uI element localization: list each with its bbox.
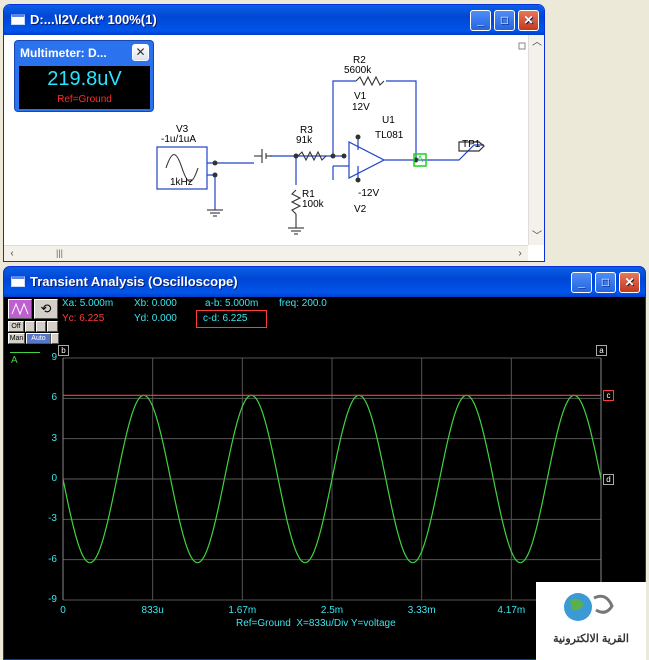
window-app-icon xyxy=(11,276,25,287)
scroll-grip[interactable]: ||| xyxy=(56,248,64,258)
scroll-left-arrow[interactable]: ‹ xyxy=(10,248,14,259)
man-button[interactable]: Man xyxy=(8,333,25,344)
readout-yd: Yd: 0.000 xyxy=(134,313,177,324)
right-button[interactable] xyxy=(36,321,46,332)
v3-name: V3 xyxy=(176,124,189,135)
x-tick-label: 3.33m xyxy=(407,605,436,616)
multimeter-value: 219.8uV xyxy=(47,68,122,90)
r3-name: R3 xyxy=(300,125,313,136)
y-tick-label: -3 xyxy=(48,513,57,525)
r3-value: 91k xyxy=(296,135,313,146)
minimize-button[interactable]: _ xyxy=(571,272,592,293)
scope-footer: Ref=Ground X=833u/Div Y=voltage xyxy=(236,618,396,629)
trace-mode-button[interactable] xyxy=(8,299,32,319)
scope-plot[interactable] xyxy=(4,297,646,660)
v1-name: V1 xyxy=(354,91,367,102)
y-tick-label: 9 xyxy=(51,352,57,363)
readout-xb: Xb: 0.000 xyxy=(134,298,177,309)
v3-source-symbol xyxy=(156,146,208,190)
u1-name: U1 xyxy=(382,115,395,126)
cd-readout-box xyxy=(196,310,267,328)
scope-body: ⟲ Off Man Auto A Xa: 5.000m Xb: 0.000 a-… xyxy=(4,297,645,659)
multimeter-window[interactable]: Multimeter: D... ✕ 219.8uV Ref=Ground xyxy=(14,40,154,112)
r3-resistor xyxy=(297,150,327,162)
left-button[interactable] xyxy=(25,321,35,332)
watermark-logo: القرية الالكترونية xyxy=(536,582,646,660)
r2-name: R2 xyxy=(353,55,366,66)
cursor-b-marker[interactable]: b xyxy=(58,345,69,356)
multimeter-title: Multimeter: D... xyxy=(20,46,107,60)
multimeter-close-button[interactable]: ✕ xyxy=(132,44,149,61)
maximize-button[interactable]: □ xyxy=(595,272,616,293)
r2-value: 5600k xyxy=(344,65,372,76)
schematic-horizontal-scrollbar[interactable]: ‹ ||| › xyxy=(4,245,528,261)
r1-resistor xyxy=(290,189,302,215)
maximize-button[interactable]: □ xyxy=(494,10,515,31)
r2-resistor xyxy=(355,75,385,87)
schematic-title-bar[interactable]: D:...\l2V.ckt* 100%(1) _ □ ✕ xyxy=(4,5,544,35)
r1-value: 100k xyxy=(302,199,324,210)
auto-button[interactable]: Auto xyxy=(26,333,51,344)
y-tick-label: 6 xyxy=(51,392,57,404)
scope-title: Transient Analysis (Oscilloscope) xyxy=(30,274,238,289)
scroll-down-arrow[interactable]: ﹀ xyxy=(532,231,542,242)
readout-cd: c-d: 6.225 xyxy=(203,313,248,324)
scope-title-bar[interactable]: Transient Analysis (Oscilloscope) _ □ ✕ xyxy=(4,267,645,297)
refresh-icon[interactable]: ⟲ xyxy=(34,299,58,319)
x-tick-label: 833u xyxy=(141,605,164,616)
trace-legend-line xyxy=(10,352,40,353)
x-tick-label: 0 xyxy=(60,605,66,616)
cursor-a-marker[interactable]: a xyxy=(596,345,607,356)
dropdown-arrow[interactable] xyxy=(51,333,59,344)
down-button[interactable] xyxy=(47,321,58,332)
x-tick-label: 4.17m xyxy=(497,605,526,616)
x-tick-label: 2.5m xyxy=(320,605,344,616)
cursor-c-marker[interactable]: c xyxy=(603,390,614,402)
x-tick-label: 1.67m xyxy=(228,605,257,616)
y-tick-label: -9 xyxy=(48,594,57,605)
tp1-label[interactable]: TP1 xyxy=(462,139,481,150)
r1-name: R1 xyxy=(302,189,315,200)
readout-freq: freq: 200.0 xyxy=(279,298,327,309)
readout-ab: a-b: 5.000m xyxy=(205,298,259,309)
cursor-d-marker[interactable]: d xyxy=(603,474,614,485)
schematic-title: D:...\l2V.ckt* 100%(1) xyxy=(30,12,157,27)
schematic-window[interactable]: D:...\l2V.ckt* 100%(1) _ □ ✕ xyxy=(3,4,545,262)
off-button[interactable]: Off xyxy=(8,321,24,332)
close-button[interactable]: ✕ xyxy=(619,272,640,293)
y-tick-label: 3 xyxy=(51,432,57,444)
v3-value: -1u/1uA xyxy=(161,134,197,145)
close-button[interactable]: ✕ xyxy=(518,10,539,31)
probe-a-label[interactable]: A xyxy=(417,154,424,164)
y-tick-label: 0 xyxy=(51,473,57,484)
scroll-right-arrow[interactable]: › xyxy=(518,248,522,259)
window-app-icon xyxy=(11,14,25,25)
u1-value: TL081 xyxy=(375,130,404,141)
probe-a-marker xyxy=(413,153,427,167)
readout-yc: Yc: 6.225 xyxy=(62,313,105,324)
v3-freq: 1kHz xyxy=(170,177,193,188)
multimeter-ref: Ref=Ground xyxy=(57,94,112,105)
v2-name: V2 xyxy=(354,204,367,215)
readout-xa: Xa: 5.000m xyxy=(62,298,114,309)
circuit-diagram xyxy=(156,42,526,235)
minimize-button[interactable]: _ xyxy=(470,10,491,31)
y-tick-label: -6 xyxy=(48,553,57,565)
v1-value: 12V xyxy=(352,102,370,113)
schematic-vertical-scrollbar[interactable]: ︿ ﹀ xyxy=(528,35,544,245)
v2-value: -12V xyxy=(358,188,380,199)
logo-text: القرية الالكترونية xyxy=(553,633,629,645)
oscilloscope-window[interactable]: Transient Analysis (Oscilloscope) _ □ ✕ … xyxy=(3,266,646,660)
trace-legend-label: A xyxy=(11,355,18,366)
globe-logo-icon xyxy=(564,593,614,621)
scroll-up-arrow[interactable]: ︿ xyxy=(532,37,542,48)
multimeter-display: 219.8uV Ref=Ground xyxy=(19,66,150,109)
